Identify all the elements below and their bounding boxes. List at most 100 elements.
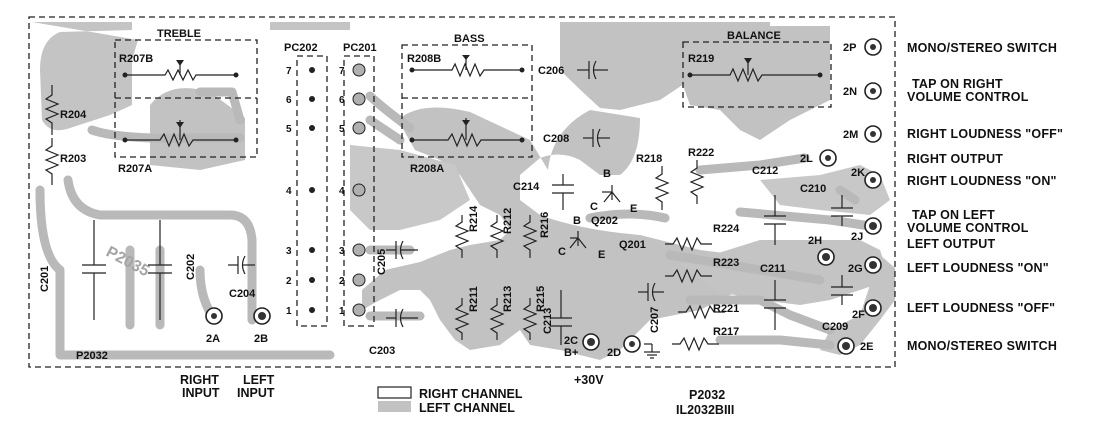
label-text: 5 — [286, 124, 292, 135]
label-text: 2C — [564, 335, 578, 347]
label-text: RIGHT LOUDNESS "OFF" — [907, 127, 1063, 141]
balance-pot-box — [682, 41, 832, 108]
label-text: B+ — [564, 347, 578, 359]
label-text: C208 — [543, 133, 569, 145]
resistors — [44, 85, 725, 352]
label-text: R224 — [713, 223, 740, 235]
label-text: C214 — [513, 181, 540, 193]
label-text: RIGHT OUTPUT — [907, 152, 1003, 166]
label-text: 2N — [843, 86, 857, 98]
bass-pot-box — [401, 44, 533, 158]
label-text: C205 — [376, 249, 388, 275]
label-text: R216 — [539, 212, 551, 238]
label-text: R219 — [688, 53, 714, 65]
label-text: R207A — [118, 163, 152, 175]
pc202-connector — [296, 55, 328, 327]
legend-right-swatch — [377, 386, 412, 399]
pc201-connector — [343, 55, 375, 327]
label-text: C203 — [369, 345, 395, 357]
label-text: R217 — [713, 326, 739, 338]
label-text: INPUT — [182, 386, 220, 400]
connector-pads — [309, 63, 366, 317]
label-text: LEFT OUTPUT — [907, 237, 995, 251]
label-text: R203 — [60, 153, 86, 165]
part-code: IL2032BIII — [676, 403, 734, 417]
mono-stereo-switch-bottom: MONO/STEREO SWITCH — [907, 339, 1057, 353]
treble-label: TREBLE — [157, 28, 201, 40]
label-text: 4 — [339, 186, 345, 197]
part-number: P2032 — [689, 388, 725, 402]
terminal-labels: 2A 2B 2C B+ 2D 2E 2F 2G 2H 2J 2K 2L 2M 2… — [206, 42, 873, 359]
label-text: 6 — [339, 95, 345, 106]
label-text: 2G — [848, 263, 863, 275]
label-text: C213 — [542, 308, 554, 334]
label-text: RIGHT LOUDNESS "ON" — [907, 174, 1057, 188]
label-text: 2 — [339, 276, 345, 287]
label-text: INPUT — [237, 386, 275, 400]
side-labels: MONO/STEREO SWITCH TAP ON RIGHT VOLUME C… — [907, 41, 1063, 353]
label-text: R207B — [119, 53, 153, 65]
transistors — [569, 185, 621, 249]
legend-right-channel: RIGHT CHANNEL — [419, 387, 523, 401]
label-text: 1 — [339, 306, 345, 317]
label-text: R222 — [688, 147, 714, 159]
label-text: 2F — [852, 309, 865, 321]
label-text: 7 — [286, 66, 292, 77]
pot-resistors — [122, 55, 823, 148]
label-text: 2P — [843, 42, 856, 54]
label-text: 1 — [286, 306, 292, 317]
label-text: R208B — [407, 53, 441, 65]
label-text: 3 — [339, 246, 345, 257]
label-text: 5 — [339, 124, 345, 135]
label-text: R212 — [502, 208, 514, 234]
label-text: RIGHT — [180, 373, 219, 387]
pc201-label: PC201 — [343, 42, 377, 54]
label-text: TAP ON LEFT — [912, 208, 995, 222]
label-text: 2B — [254, 333, 268, 345]
label-text: R221 — [713, 303, 739, 315]
label-text: LEFT LOUDNESS "OFF" — [907, 301, 1055, 315]
label-text: 6 — [286, 95, 292, 106]
label-text: R218 — [636, 153, 662, 165]
label-text: Q202 — [591, 215, 618, 227]
terminals — [205, 38, 882, 359]
label-text: C — [558, 246, 566, 258]
label-text: 4 — [286, 186, 292, 197]
label-text: B — [603, 168, 611, 180]
label-text: LEFT LOUDNESS "ON" — [907, 261, 1049, 275]
label-text: C207 — [649, 307, 661, 333]
legend-left-swatch — [378, 401, 411, 412]
label-text: 2M — [843, 129, 858, 141]
label-text: C206 — [538, 65, 564, 77]
label-text: R213 — [502, 286, 514, 312]
label-text: C204 — [229, 288, 256, 300]
label-text: 2 — [286, 276, 292, 287]
label-text: R223 — [713, 257, 739, 269]
label-text: 2H — [808, 235, 822, 247]
label-text: C201 — [39, 266, 51, 292]
label-text: 2L — [800, 153, 813, 165]
label-text: C — [590, 201, 598, 213]
label-text: LEFT — [243, 373, 275, 387]
bass-label: BASS — [454, 33, 485, 45]
label-text: VOLUME CONTROL — [907, 90, 1029, 104]
label-text: 2K — [851, 167, 865, 179]
balance-label: BALANCE — [727, 30, 781, 42]
board-outline — [28, 16, 896, 368]
label-text: C209 — [822, 321, 848, 333]
label-text: E — [630, 203, 637, 215]
mono-stereo-switch-top: MONO/STEREO SWITCH — [907, 41, 1057, 55]
label-text: 2A — [206, 333, 220, 345]
label-text: R208A — [410, 163, 444, 175]
label-text: E — [598, 249, 605, 261]
label-text: C210 — [800, 183, 826, 195]
label-text: 7 — [339, 66, 345, 77]
label-text: R211 — [468, 286, 480, 312]
label-text: 2E — [860, 341, 873, 353]
voltage-label: +30V — [574, 373, 604, 387]
label-text: C212 — [752, 165, 778, 177]
component-labels: TREBLE BASS BALANCE PC202 PC201 R207B R2… — [39, 28, 848, 362]
capacitors — [82, 60, 853, 345]
bottom-labels: RIGHT INPUT LEFT INPUT RIGHT CHANNEL LEF… — [180, 373, 734, 417]
